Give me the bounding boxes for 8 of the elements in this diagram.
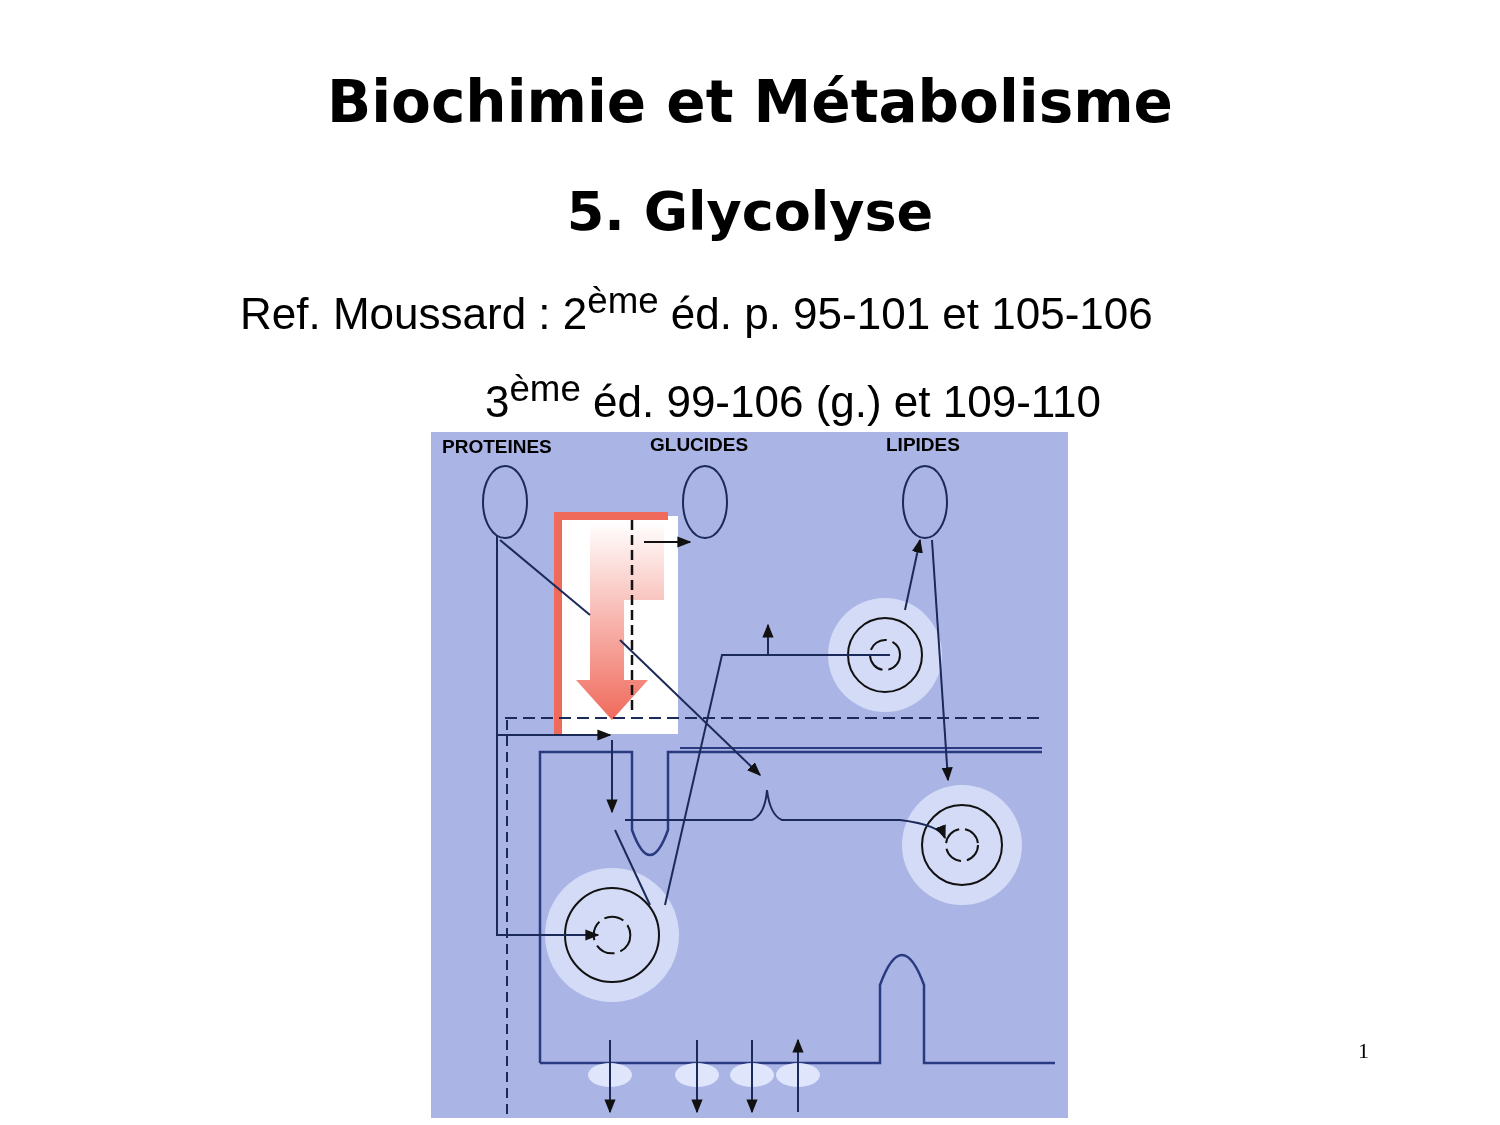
- nutrient-label: GLUCIDES: [650, 434, 749, 456]
- slide-title: Biochimie et Métabolisme: [327, 68, 1173, 136]
- nutrient-label: PROTEINES: [442, 436, 552, 458]
- nutrient-label: LIPIDES: [886, 434, 960, 456]
- page-number: 1: [1358, 1038, 1369, 1064]
- reference-note: Ref. Moussard : 2$^{ème}$ éd. p. 95-101 et 105-106: [240, 280, 1153, 339]
- subtitle: 5. Glycolyse: [566, 180, 934, 243]
- reference-note: 3$^{ème}$ éd. 99-106 (g.) et 109-110: [485, 368, 1101, 427]
